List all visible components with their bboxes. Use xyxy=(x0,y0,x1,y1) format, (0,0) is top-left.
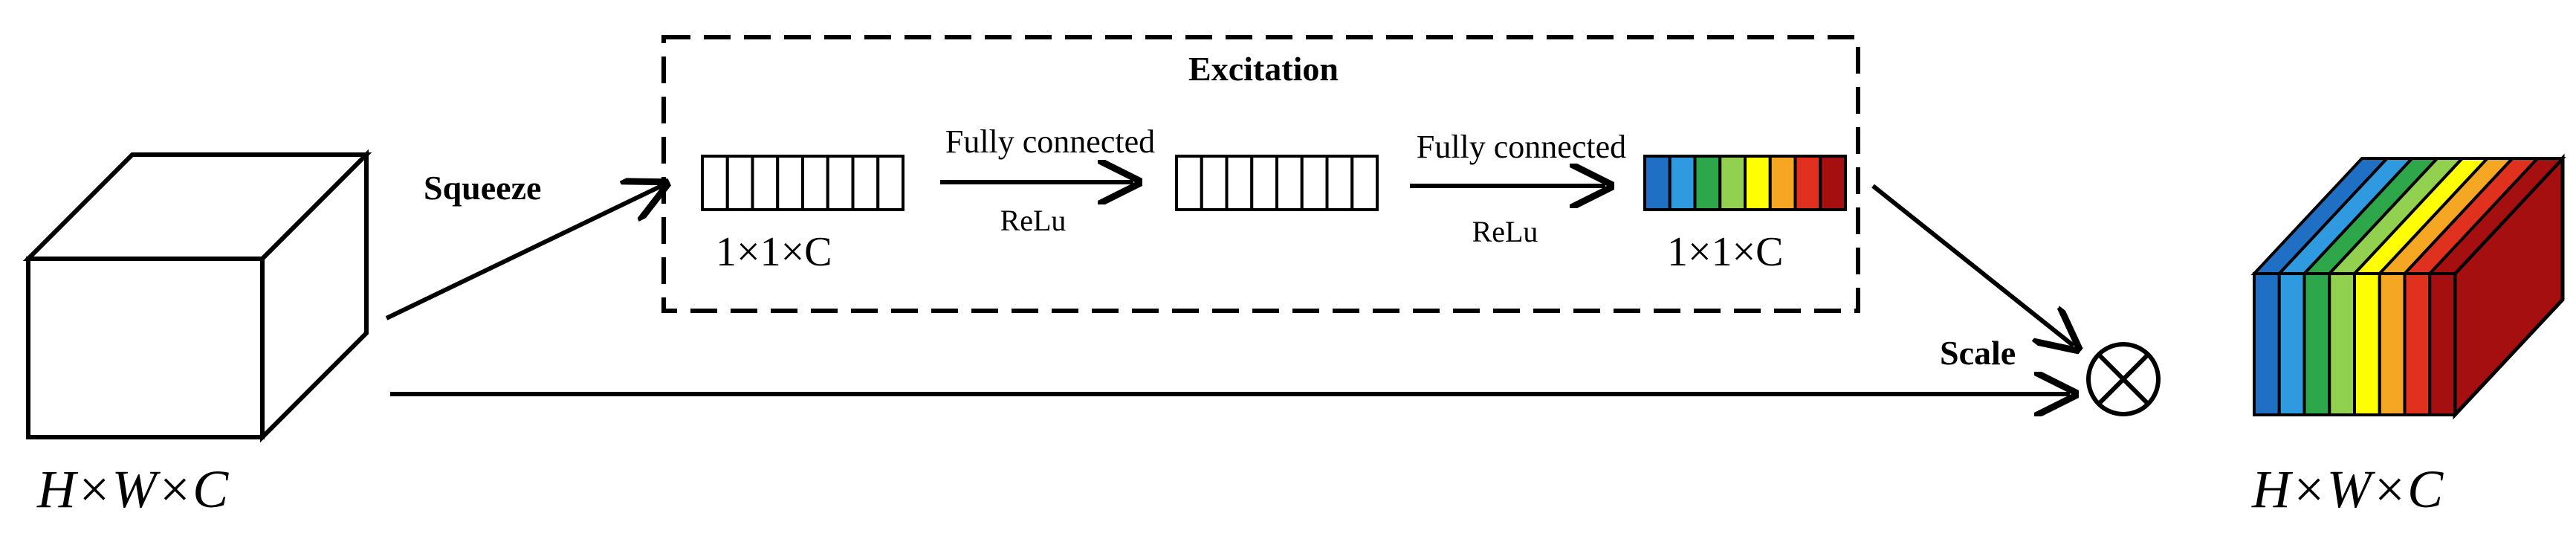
excitation-label: Excitation xyxy=(1188,50,1339,88)
scale-label: Scale xyxy=(1940,334,2016,372)
weights-to-scale-arrow xyxy=(1871,184,2074,346)
weight-cell xyxy=(1718,155,1747,211)
output-cube-front-strip xyxy=(2277,272,2306,416)
vector-cell xyxy=(1250,155,1278,211)
fc1-label: Fully connected xyxy=(945,123,1155,160)
channel-vector-1 xyxy=(701,155,904,211)
vector-cell xyxy=(751,155,780,211)
vector-cell xyxy=(776,155,804,211)
vector-cell xyxy=(1300,155,1329,211)
output-cube-front-strip xyxy=(2353,272,2381,416)
vector-cell xyxy=(701,155,729,211)
squeeze-label: Squeeze xyxy=(424,169,541,207)
output-cube-front-strip xyxy=(2302,272,2331,416)
vector-cell xyxy=(876,155,904,211)
vector-2-dims-label: 1×1×C xyxy=(1667,229,1784,275)
output-cube-front-strip xyxy=(2328,272,2356,416)
vector-cell xyxy=(1200,155,1229,211)
output-cube-front-strip xyxy=(2378,272,2407,416)
weight-cell xyxy=(1693,155,1722,211)
input-cube xyxy=(22,149,372,443)
vector-cell xyxy=(725,155,754,211)
vector-1-dims-label: 1×1×C xyxy=(716,229,832,275)
weight-cell xyxy=(1793,155,1822,211)
fc2-activation-label: ReLu xyxy=(1472,215,1538,248)
weight-cell xyxy=(1768,155,1797,211)
output-dims-label: H×W×C xyxy=(2251,459,2444,519)
excitation-box xyxy=(661,35,1860,313)
vector-cell xyxy=(826,155,855,211)
output-cube-front-strip xyxy=(2253,272,2281,416)
squeeze-arrow xyxy=(385,186,661,320)
vector-cell xyxy=(1225,155,1254,211)
weight-cell xyxy=(1819,155,1847,211)
fc2-label: Fully connected xyxy=(1417,129,1626,165)
vector-cell xyxy=(851,155,880,211)
output-cube xyxy=(2250,153,2566,420)
vector-cell xyxy=(1325,155,1354,211)
fc1-activation-label: ReLu xyxy=(1000,204,1067,237)
multiply-icon xyxy=(2086,342,2161,416)
vector-cell xyxy=(1350,155,1379,211)
channel-vector-2 xyxy=(1175,155,1379,211)
output-cube-front-strip xyxy=(2428,272,2456,416)
vector-cell xyxy=(1175,155,1203,211)
vector-cell xyxy=(1275,155,1304,211)
weight-cell xyxy=(1744,155,1772,211)
weight-cell xyxy=(1643,155,1672,211)
weighted-channel-vector xyxy=(1643,155,1847,211)
input-dims-label: H×W×C xyxy=(36,459,229,519)
output-cube-front-strip xyxy=(2403,272,2432,416)
weight-cell xyxy=(1668,155,1697,211)
vector-cell xyxy=(801,155,829,211)
